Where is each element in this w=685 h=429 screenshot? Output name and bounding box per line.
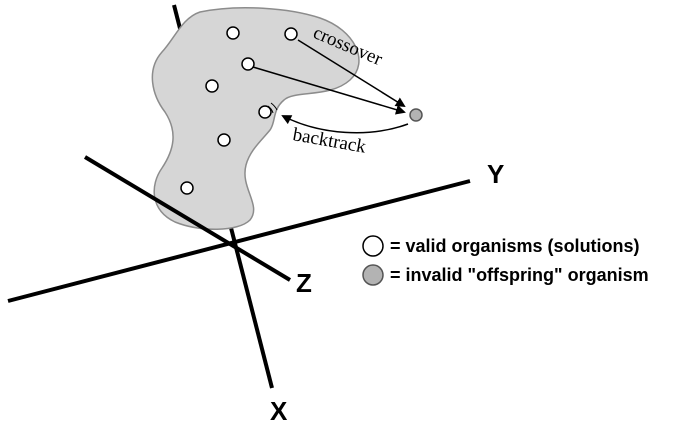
gray-circle-icon xyxy=(362,264,384,286)
legend: = valid organisms (solutions) = invalid … xyxy=(362,235,649,286)
valid-organism xyxy=(180,181,194,195)
valid-organism xyxy=(284,27,298,41)
valid-organism xyxy=(217,133,231,147)
invalid-offspring-organism xyxy=(409,108,423,122)
z-axis-label: Z xyxy=(296,268,312,298)
legend-invalid-text: = invalid "offspring" organism xyxy=(390,265,649,285)
valid-organism xyxy=(258,105,272,119)
x-axis-label: X xyxy=(270,396,288,426)
valid-organism xyxy=(226,26,240,40)
crossover-arrow-1 xyxy=(297,39,406,108)
valid-organism xyxy=(205,79,219,93)
y-axis-line xyxy=(7,179,471,303)
z-axis-line xyxy=(83,155,292,282)
backtrack-arrow xyxy=(281,115,409,134)
y-axis-label: Y xyxy=(487,159,504,189)
legend-valid-text: = valid organisms (solutions) xyxy=(390,236,640,256)
solution-region xyxy=(151,7,360,230)
valid-organism xyxy=(241,57,255,71)
white-circle-icon xyxy=(362,235,384,257)
crossover-arrow-2 xyxy=(252,66,406,115)
backtrack-label: backtrack xyxy=(291,124,368,158)
